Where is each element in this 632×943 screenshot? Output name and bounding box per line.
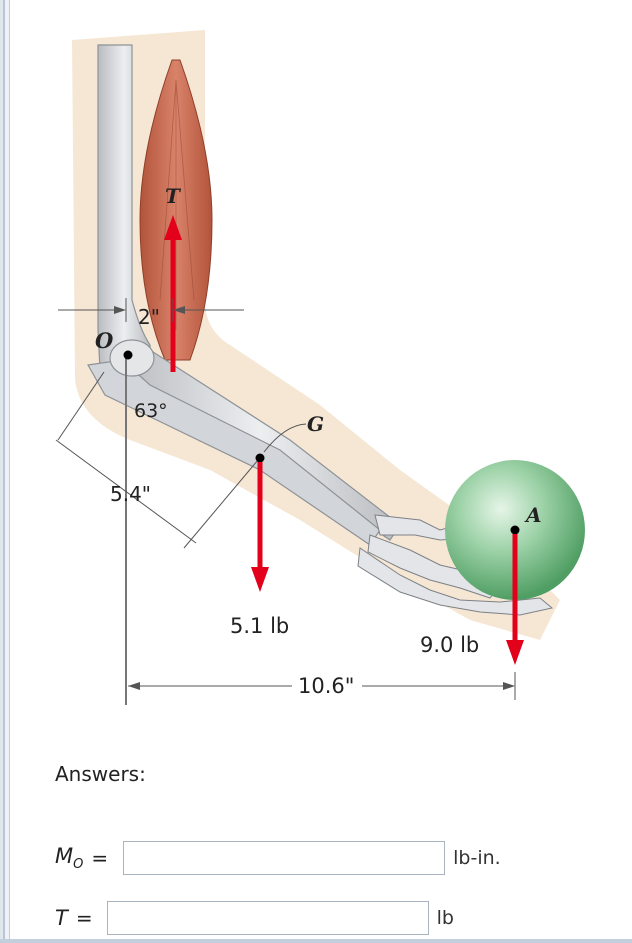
- answers-title: Answers:: [55, 762, 146, 786]
- force-g-label: 5.1 lb: [230, 614, 289, 638]
- bottom-border: [0, 939, 632, 943]
- t-input[interactable]: [106, 901, 429, 935]
- label-g: G: [307, 412, 324, 436]
- a-arrowhead: [506, 640, 524, 665]
- t-label: T: [55, 906, 68, 930]
- mo-input[interactable]: [123, 841, 446, 875]
- label-t: T: [165, 184, 182, 208]
- point-o: [123, 350, 133, 360]
- t-equals: =: [75, 906, 93, 930]
- elbow-joint: [109, 339, 155, 377]
- t-arrowhead: [164, 215, 182, 240]
- point-g: [255, 453, 265, 463]
- dim-2in: 2": [138, 305, 160, 329]
- mo-label: MO: [55, 843, 84, 873]
- force-a-label: 9.0 lb: [420, 633, 479, 657]
- label-o: O: [95, 328, 114, 353]
- arm-figure: T 2" O 63° 5.4" G 5.1 lb A 9.0 lb 10.6": [55, 30, 585, 705]
- point-a: [510, 525, 520, 535]
- angle-label: 63°: [134, 400, 168, 422]
- t-row: T = lb: [55, 898, 454, 938]
- t-unit: lb: [436, 907, 454, 929]
- dim-10-6: 10.6": [298, 674, 354, 698]
- mo-equals: =: [91, 846, 109, 870]
- g-arrowhead: [251, 567, 269, 592]
- label-a: A: [524, 503, 542, 527]
- left-border: [0, 0, 18, 943]
- dim-5-4: 5.4": [110, 482, 151, 506]
- mo-unit: lb-in.: [453, 847, 501, 869]
- mo-row: MO = lb-in.: [55, 838, 501, 878]
